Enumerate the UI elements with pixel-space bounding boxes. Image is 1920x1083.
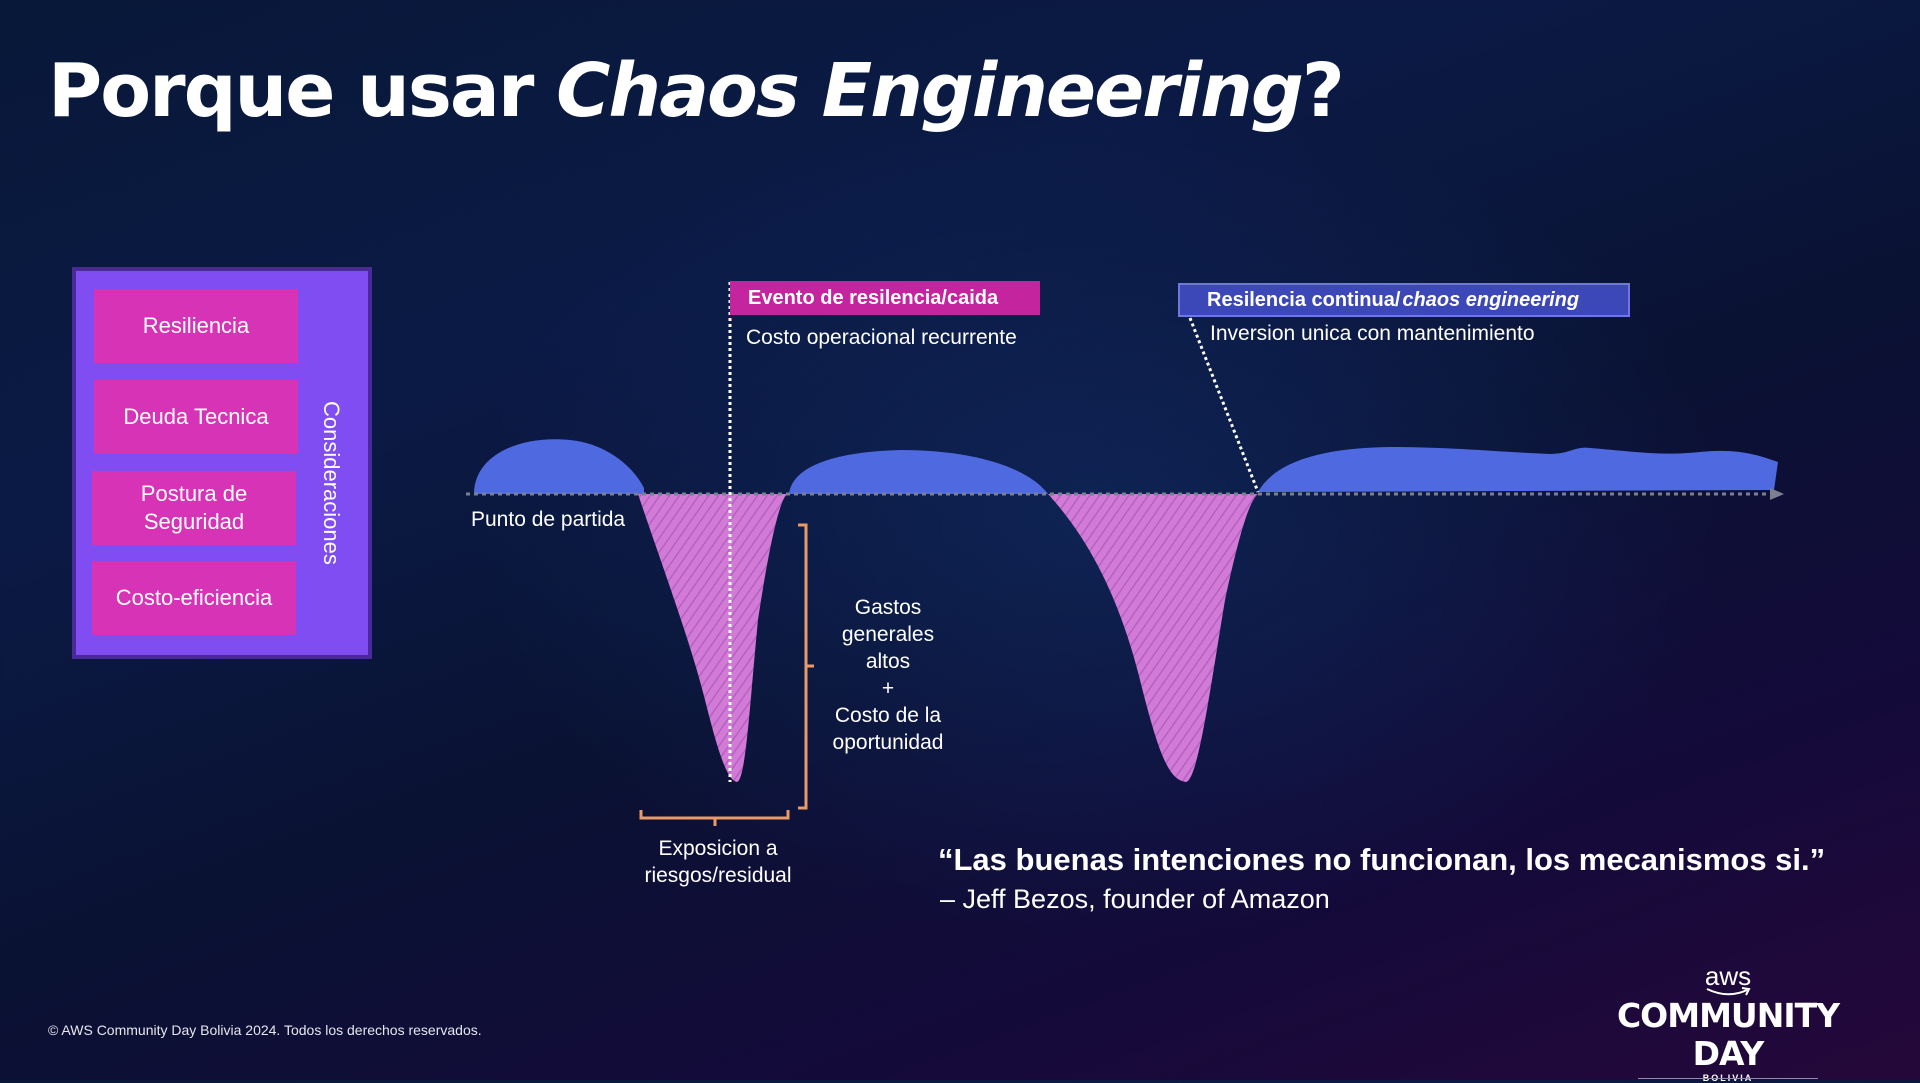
wave-continuous	[1258, 447, 1778, 492]
exposure-line: riesgos/residual	[628, 862, 808, 889]
event-subtitle: Costo operacional recurrente	[746, 326, 1017, 350]
quote-text: “Las buenas intenciones no funcionan, lo…	[938, 842, 1825, 878]
continuous-subtitle: Inversion unica con mantenimiento	[1210, 322, 1535, 346]
costs-line: altos	[812, 648, 964, 675]
costs-line: oportunidad	[812, 729, 964, 756]
wave-start	[474, 439, 644, 494]
event-tag: Evento de resilencia/caida	[730, 281, 1040, 315]
costs-line: +	[812, 675, 964, 702]
continuous-tag: Resilencia continua/chaos engineering	[1178, 283, 1630, 317]
exposure-line: Exposicion a	[628, 835, 808, 862]
start-label: Punto de partida	[471, 508, 625, 532]
dip-event	[638, 494, 787, 782]
dip-continuous	[1048, 494, 1258, 782]
baseline-arrowhead	[1770, 488, 1784, 500]
quote-author: – Jeff Bezos, founder of Amazon	[940, 884, 1330, 915]
exposure-label: Exposicion a riesgos/residual	[628, 835, 808, 889]
continuous-tag-emphasis: chaos engineering	[1402, 289, 1579, 312]
continuous-tag-prefix: Resilencia continua/	[1207, 289, 1400, 312]
copyright-footer: © AWS Community Day Bolivia 2024. Todos …	[48, 1022, 482, 1038]
exposure-bracket	[641, 810, 788, 826]
costs-label: Gastos generales altos + Costo de la opo…	[812, 594, 964, 756]
costs-line: Costo de la	[812, 702, 964, 729]
community-day-logo: aws COMMUNITY DAY BOLIVIA	[1578, 965, 1878, 1055]
wave-middle	[789, 450, 1048, 494]
logo-community-day: COMMUNITY DAY	[1578, 997, 1878, 1073]
logo-bolivia: BOLIVIA	[1578, 1073, 1878, 1083]
costs-line: Gastos	[812, 594, 964, 621]
aws-logo-text: aws	[1578, 965, 1878, 987]
costs-line: generales	[812, 621, 964, 648]
